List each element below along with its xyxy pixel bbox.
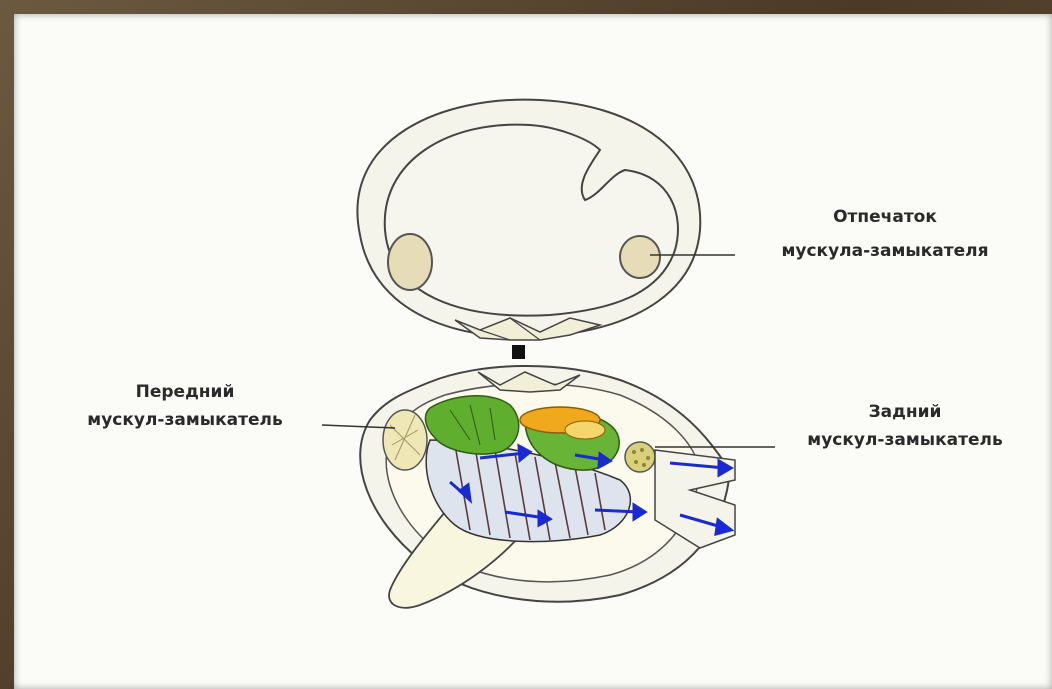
posterior-adductor-muscle [625,442,655,472]
posterior-muscle-label: Задний мускул-замыкатель [770,400,1040,452]
upper-shell-valve [357,100,700,340]
posterior-label-line2: мускул-замыкатель [770,428,1040,452]
anterior-label-line2: мускул-замыкатель [50,408,320,432]
anterior-label-line1: Передний [50,380,320,404]
kidney [565,421,605,439]
hinge-ligament [512,345,525,359]
imprint-label-line1: Отпечаток [740,205,1030,229]
imprint-label: Отпечаток мускула-замыкателя [740,205,1030,263]
imprint-label-line2: мускула-замыкателя [740,239,1030,263]
anterior-muscle-scar [388,234,432,290]
anterior-muscle-label: Передний мускул-замыкатель [50,380,320,432]
posterior-muscle-scar [620,236,660,278]
posterior-label-line1: Задний [770,400,1040,424]
